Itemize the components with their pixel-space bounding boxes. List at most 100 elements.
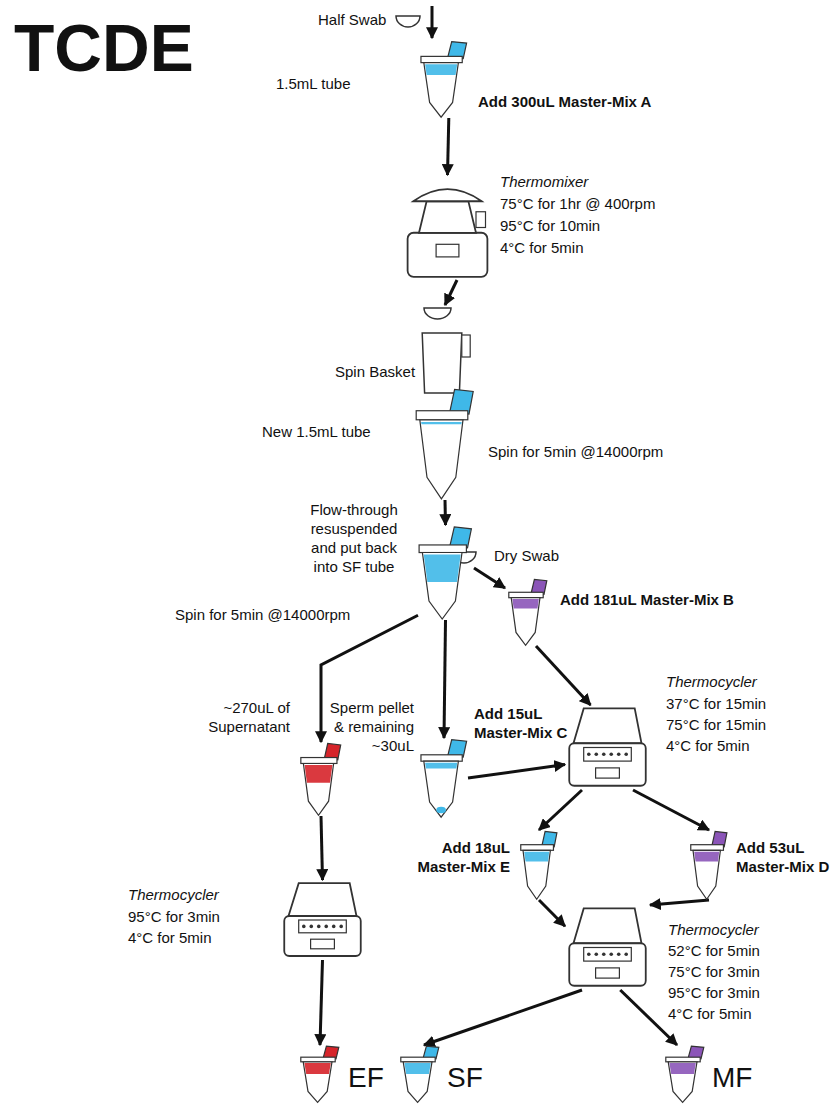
- step-note: 37°C for 15min: [666, 694, 766, 713]
- step-note: 75°C for 15min: [666, 715, 766, 734]
- cycler-well: [617, 953, 621, 957]
- tube-illustration: [665, 1045, 705, 1103]
- cycler-screen: [596, 968, 620, 978]
- step-label: Dry Swab: [494, 546, 559, 565]
- tube-illustration: [508, 578, 548, 646]
- tube-liquid: [404, 1063, 430, 1074]
- flow-arrow: [320, 960, 323, 1045]
- step-thermocycler-illustration: Thermocycler37°C for 15min75°C for 15min…: [565, 705, 650, 790]
- spin-basket-illustration: [415, 305, 475, 500]
- flow-arrow: [539, 790, 582, 830]
- step-note: 95°C for 3min: [668, 983, 760, 1002]
- tube-liquid: [421, 422, 462, 424]
- step-label: SF: [447, 1062, 483, 1094]
- step-note: 4°C for 5min: [500, 238, 584, 257]
- cycler-lid: [289, 883, 357, 916]
- tube-illustration: [690, 830, 728, 900]
- mixer-display: [436, 244, 459, 257]
- step-label: Add 18uL Master-Mix E: [400, 838, 510, 876]
- sperm-pellet: [436, 807, 446, 813]
- flow-arrow: [444, 620, 446, 738]
- step-tube-illustration: Dry SwabAdd 181uL Master-Mix B: [508, 578, 548, 646]
- tube-rim: [301, 758, 337, 764]
- cycler-well: [587, 753, 591, 757]
- flow-arrow: [468, 765, 565, 779]
- step-note: 95°C for 3min: [128, 907, 220, 926]
- flow-arrow: [633, 790, 709, 830]
- tube-rim: [301, 1057, 335, 1062]
- step-tube-illustration: SF: [400, 1045, 440, 1103]
- tube-body: [693, 850, 720, 899]
- cycler-well: [594, 953, 598, 957]
- half-swab-icon: [424, 308, 451, 319]
- cycler-well: [624, 953, 628, 957]
- step-tube-illustration: ~270uL of Supernatant: [300, 742, 342, 816]
- cycler-well: [624, 753, 628, 757]
- flow-arrow: [445, 280, 457, 305]
- step-label: Thermocycler: [666, 672, 757, 691]
- tube-liquid: [425, 64, 457, 75]
- cycler-screen: [596, 768, 620, 778]
- cycler-well: [339, 925, 343, 929]
- step-tube-illustration: MF: [665, 1045, 705, 1103]
- tube-rim: [416, 411, 468, 420]
- tube-body: [303, 764, 333, 816]
- spin-basket-tab: [462, 335, 470, 357]
- tube-rim: [521, 845, 554, 851]
- tube-rim: [401, 1057, 435, 1062]
- swab-arrow: [474, 568, 505, 588]
- flow-arrow: [444, 500, 448, 525]
- step-label: Add 53uL Master-Mix D: [736, 838, 834, 876]
- thermomixer-illustration: [400, 175, 495, 280]
- thermocycler-illustration: [565, 905, 650, 990]
- cycler-well: [602, 753, 606, 757]
- cycler-block: [584, 948, 632, 962]
- tube-liquid: [425, 763, 457, 769]
- step-note: Spin for 5min @14000rpm: [488, 442, 663, 461]
- cycler-well: [317, 925, 321, 929]
- step-tube-illustration: Add 53uL Master-Mix D: [690, 830, 728, 900]
- step-tube-illustration: EF: [300, 1045, 340, 1103]
- step-spin-basket-illustration: Spin BasketNew 1.5mL tubeSpin for 5min @…: [415, 305, 475, 500]
- step-label: EF: [348, 1062, 384, 1094]
- step-note: Add 300uL Master-Mix A: [478, 92, 651, 111]
- tube-liquid: [304, 1063, 330, 1074]
- thermocycler-illustration: [280, 880, 365, 960]
- tube-liquid: [694, 852, 719, 862]
- cycler-well: [617, 753, 621, 757]
- tube-illustration: [520, 830, 558, 900]
- step-note: 4°C for 5min: [668, 1004, 752, 1023]
- step-label: Thermocycler: [128, 885, 219, 904]
- tube-body: [422, 553, 462, 620]
- tube-rim: [509, 592, 543, 597]
- tube-body: [403, 1062, 432, 1103]
- step-tube-illustration: Flow-through resuspended and put back in…: [418, 525, 473, 620]
- cycler-base: [284, 916, 361, 956]
- spin-basket: [422, 333, 462, 393]
- step-thermocycler-illustration: Thermocycler95°C for 3min4°C for 5min: [280, 880, 365, 960]
- tube-rim: [419, 545, 466, 553]
- step-tube-illustration: Half Swab1.5mL tubeAdd 300uL Master-Mix …: [420, 40, 468, 118]
- tube-illustration: [300, 742, 342, 816]
- step-note: 4°C for 5min: [666, 736, 750, 755]
- cycler-well: [309, 925, 313, 929]
- mixer-lid: [413, 189, 481, 201]
- tube-liquid: [524, 852, 549, 862]
- cycler-block: [299, 920, 347, 933]
- cycler-well: [602, 953, 606, 957]
- tube-illustration: [418, 525, 473, 620]
- cycler-lid: [574, 908, 642, 943]
- diagram-title: TCDE: [14, 10, 194, 86]
- step-label: Thermomixer: [500, 172, 588, 191]
- tube-body: [420, 420, 463, 499]
- mixer-handle: [476, 212, 486, 228]
- cycler-well: [332, 925, 336, 929]
- step-label: Flow-through resuspended and put back in…: [298, 500, 410, 576]
- cycler-well: [587, 953, 591, 957]
- step-note: 75°C for 3min: [668, 962, 760, 981]
- tube-illustration: [420, 738, 468, 818]
- tube: [416, 389, 473, 499]
- tube-body: [424, 63, 459, 118]
